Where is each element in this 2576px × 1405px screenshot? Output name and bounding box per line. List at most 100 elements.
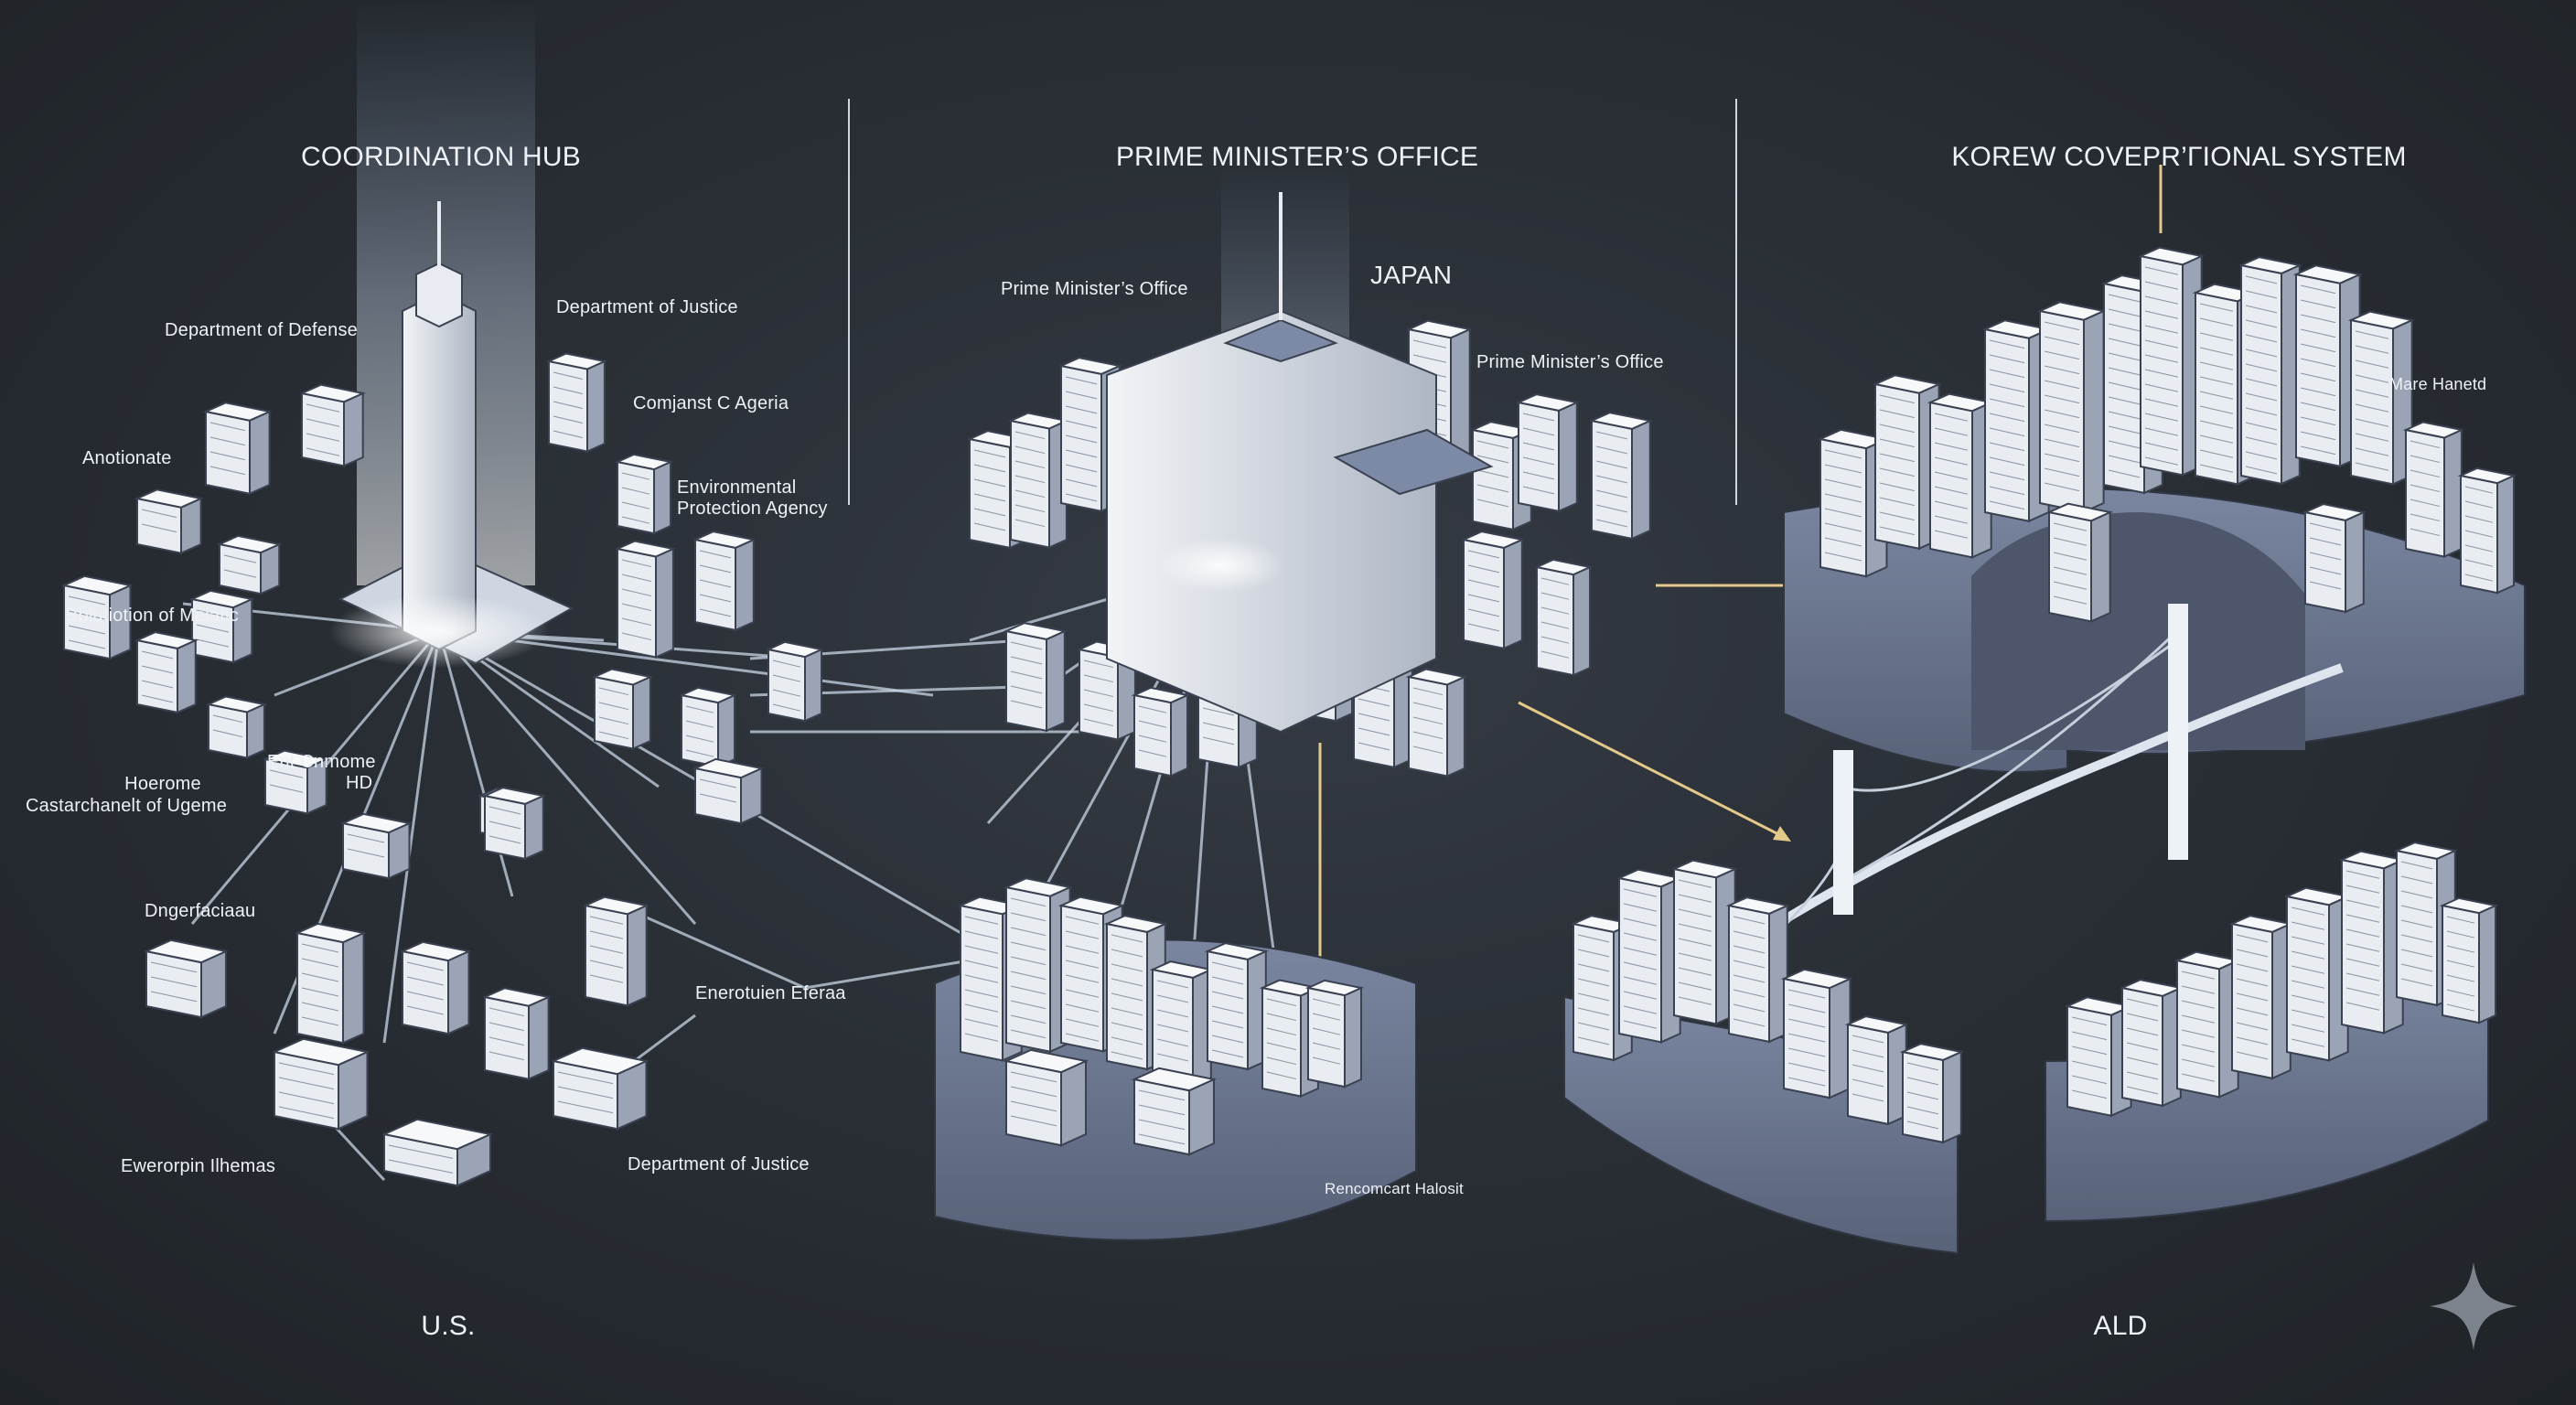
building xyxy=(692,757,765,825)
city-buildings xyxy=(60,246,2517,1187)
building xyxy=(1405,668,1468,778)
building xyxy=(1927,392,1994,559)
label-department-of-defense: Department of Defense xyxy=(165,320,358,340)
building xyxy=(1007,412,1070,550)
header-korea-system: KOREW COVEPR’ΓΙΟNAL SYSTEM xyxy=(1951,142,2407,172)
building xyxy=(1149,960,1215,1099)
label-left-c2: Castarchanelt of Ugeme xyxy=(25,796,228,816)
building xyxy=(2457,467,2517,595)
building xyxy=(614,453,674,535)
label-center-small2: HD xyxy=(346,773,373,793)
label-left-b: Bblutiotion of Meiatic xyxy=(66,606,239,626)
building xyxy=(202,402,273,496)
label-left-c1: Hoerome xyxy=(124,774,201,794)
building xyxy=(2045,502,2113,623)
building xyxy=(765,640,825,723)
building xyxy=(2238,256,2303,486)
label-bottom-left: Ewerorpin Ilhemas xyxy=(121,1156,276,1176)
building xyxy=(134,631,199,714)
building xyxy=(188,589,255,664)
label-epa-line1: Environmental xyxy=(677,477,797,498)
building xyxy=(1725,896,1791,1044)
connector-line xyxy=(804,959,971,990)
connector-line xyxy=(437,630,697,925)
building xyxy=(591,668,654,751)
building xyxy=(216,534,283,595)
gold-arrowhead xyxy=(1773,826,1791,842)
building xyxy=(614,540,677,660)
connector-line xyxy=(382,630,441,1044)
building xyxy=(205,695,268,760)
bridge-tower-left xyxy=(1833,750,1853,915)
building xyxy=(545,352,608,454)
japan-government-building xyxy=(1106,192,1494,734)
footer-ald: ALD xyxy=(2093,1311,2148,1341)
building xyxy=(399,940,472,1035)
building xyxy=(678,686,738,768)
building xyxy=(2174,950,2241,1099)
bridge-deck xyxy=(1717,663,2344,965)
building xyxy=(1204,942,1270,1071)
building xyxy=(2347,310,2415,486)
label-pmo-left: Prime Minister’s Office xyxy=(1001,279,1188,299)
coordination-hub-tower xyxy=(329,201,574,668)
sparkle-icon xyxy=(2430,1262,2517,1350)
label-mid: Enerotuien Eferaa xyxy=(695,983,846,1003)
building xyxy=(1460,531,1526,650)
label-left-d: Dngerfaciaau xyxy=(145,901,256,921)
label-department-of-justice-bottom: Department of Justice xyxy=(628,1154,810,1174)
building xyxy=(1304,979,1365,1089)
building xyxy=(2402,421,2465,559)
building xyxy=(1615,868,1683,1044)
korea-arch-opening xyxy=(1971,512,2305,750)
building xyxy=(1588,412,1654,541)
footer-us: U.S. xyxy=(421,1311,476,1341)
building xyxy=(60,574,134,660)
building xyxy=(143,938,230,1019)
building xyxy=(2036,301,2107,514)
building xyxy=(1103,915,1169,1071)
building xyxy=(1131,686,1191,778)
bridge-cable-2 xyxy=(1847,629,2179,880)
label-center-small1: Ent Cnmome xyxy=(267,752,376,772)
label-pmo-right: Prime Minister’s Office xyxy=(1476,352,1664,372)
building xyxy=(1899,1043,1965,1144)
header-prime-ministers-office: PRIME MINISTER’S OFFICE xyxy=(1115,142,1479,172)
label-japan: JAPAN xyxy=(1370,261,1453,289)
label-agency: Comjanst C Ageria xyxy=(633,393,789,413)
building xyxy=(1817,428,1890,578)
building xyxy=(262,749,329,815)
label-korea-right: Mare Hanetd xyxy=(2389,375,2487,393)
building xyxy=(582,896,649,1007)
building xyxy=(2283,886,2351,1062)
building xyxy=(298,383,366,467)
building xyxy=(2137,246,2205,477)
building xyxy=(1515,393,1581,513)
label-department-of-justice-top: Department of Justice xyxy=(556,297,738,317)
building xyxy=(481,987,552,1081)
building xyxy=(271,1037,370,1131)
building xyxy=(381,1118,494,1187)
label-left-a: Anotionate xyxy=(82,448,172,468)
building xyxy=(1780,968,1853,1099)
header-coordination-hub: COORDINATION HUB xyxy=(301,142,581,172)
building xyxy=(1533,558,1594,677)
building xyxy=(1003,622,1068,733)
building xyxy=(2338,850,2406,1035)
building xyxy=(550,1046,649,1131)
label-district: Rencomcart Halosit xyxy=(1325,1180,1464,1197)
building xyxy=(1003,1048,1089,1147)
bridge-tower-right xyxy=(2168,604,2188,860)
building xyxy=(1131,1067,1218,1156)
building xyxy=(692,531,757,632)
building xyxy=(294,922,367,1045)
label-epa-line2: Protection Agency xyxy=(677,499,828,519)
building xyxy=(1844,1015,1910,1126)
building xyxy=(481,787,547,861)
building xyxy=(134,488,204,555)
building xyxy=(2228,915,2294,1080)
gold-link-diagonal xyxy=(1518,701,1785,839)
building xyxy=(2119,979,2184,1108)
